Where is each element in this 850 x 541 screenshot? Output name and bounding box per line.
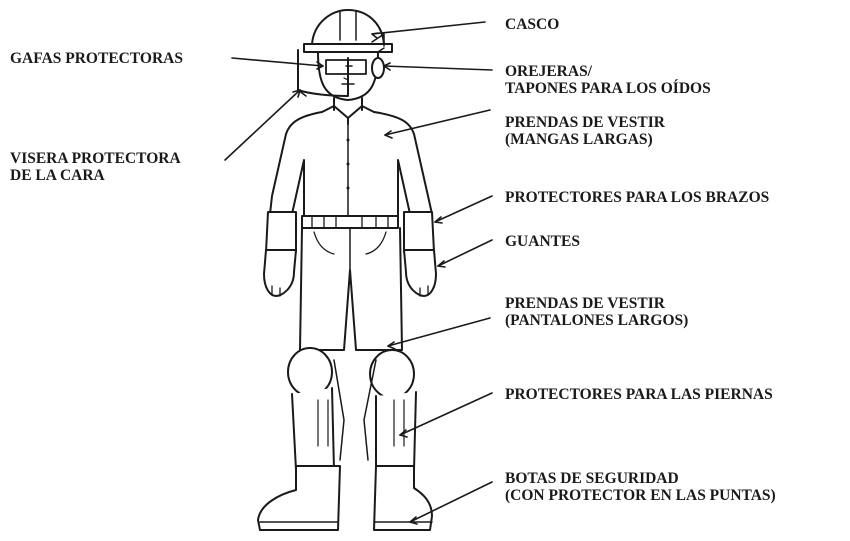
label-visera: VISERA PROTECTORA DE LA CARA [10,150,181,184]
label-prendas-pantalones: PRENDAS DE VESTIR (PANTALONES LARGOS) [505,295,688,329]
label-guantes: GUANTES [505,233,580,250]
callout-line-visera [225,90,300,160]
callout-line-pantalones [388,318,490,346]
label-orejeras: OREJERAS/ TAPONES PARA LOS OÍDOS [505,63,711,97]
label-visera-line1: VISERA PROTECTORA [10,150,181,167]
label-protectores-piernas: PROTECTORES PARA LAS PIERNAS [505,386,773,403]
label-casco-line1: CASCO [505,16,559,33]
callout-line-mangas [385,110,490,135]
belt-drawing [302,216,398,228]
callout-line-casco [372,22,485,34]
callout-line-guantes [438,240,492,266]
callout-line-brazos [435,196,492,222]
label-botas-line1: BOTAS DE SEGURIDAD [505,470,776,487]
head-drawing [318,48,384,100]
callout-line-orejeras [384,66,492,70]
face-shield-drawing [298,50,348,96]
label-prendas-mangas: PRENDAS DE VESTIR (MANGAS LARGAS) [505,114,665,148]
boots-drawing [258,466,432,530]
label-prendas-pantalones-line2: (PANTALONES LARGOS) [505,312,688,329]
label-gafas: GAFAS PROTECTORAS [10,50,183,67]
label-guantes-line1: GUANTES [505,233,580,250]
label-protectores-brazos: PROTECTORES PARA LOS BRAZOS [505,189,769,206]
callout-line-gafas [232,58,323,66]
label-orejeras-line1: OREJERAS/ [505,63,711,80]
label-protectores-piernas-line1: PROTECTORES PARA LAS PIERNAS [505,386,773,403]
label-visera-line2: DE LA CARA [10,167,181,184]
leg-guards-drawing [288,348,416,470]
label-gafas-line1: GAFAS PROTECTORAS [10,50,183,67]
label-casco: CASCO [505,16,559,33]
label-protectores-brazos-line1: PROTECTORES PARA LOS BRAZOS [505,189,769,206]
label-botas-line2: (CON PROTECTOR EN LAS PUNTAS) [505,487,776,504]
label-orejeras-line2: TAPONES PARA LOS OÍDOS [505,80,711,97]
label-botas: BOTAS DE SEGURIDAD (CON PROTECTOR EN LAS… [505,470,776,504]
label-prendas-mangas-line2: (MANGAS LARGAS) [505,131,665,148]
label-prendas-pantalones-line1: PRENDAS DE VESTIR [505,295,688,312]
label-prendas-mangas-line1: PRENDAS DE VESTIR [505,114,665,131]
helmet-drawing [304,10,392,52]
shirt-drawing [270,112,432,218]
pants-drawing [300,228,402,350]
